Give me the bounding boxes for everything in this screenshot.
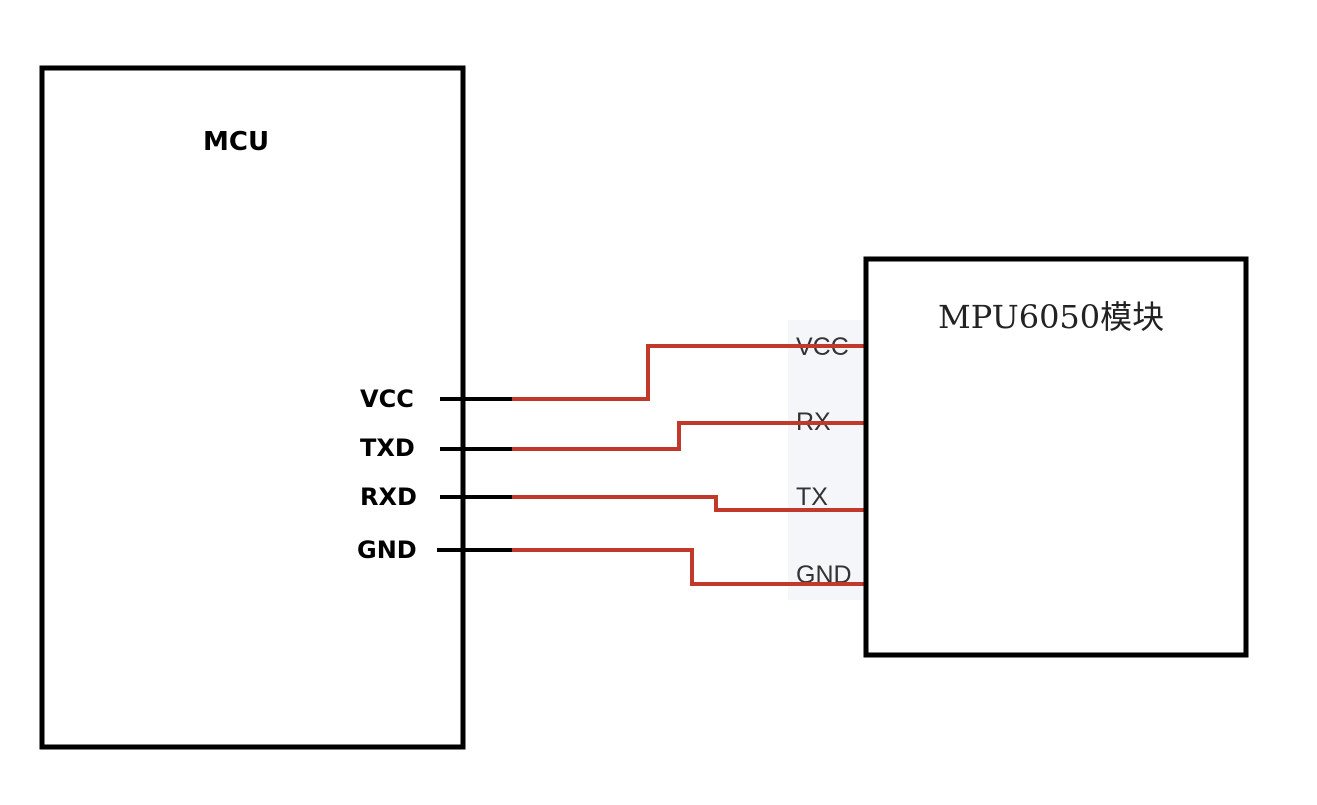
mcu-pin-rxd-label: RXD: [360, 483, 417, 511]
wires: [512, 344, 866, 586]
mcu-block: MCU VCC TXD RXD GND: [39, 65, 512, 750]
wire-rxd-to-tx: [512, 495, 866, 512]
mcu-pin-txd-label: TXD: [360, 434, 415, 462]
module-pin-label-area: [788, 320, 866, 600]
module-title: MPU6050模块: [938, 298, 1164, 336]
module-pin-tx-label: TX: [796, 483, 828, 511]
module-block: MPU6050模块: [863, 256, 1249, 658]
wire-txd-to-rx: [512, 421, 866, 451]
module-box: [863, 256, 1249, 658]
mcu-title: MCU: [203, 127, 269, 157]
wire-vcc-to-vcc: [512, 344, 866, 401]
mcu-pin-vcc-label: VCC: [360, 385, 414, 413]
mcu-box: [39, 65, 466, 750]
wire-gnd-to-gnd: [512, 548, 866, 586]
mcu-pin-gnd-label: GND: [357, 536, 417, 564]
